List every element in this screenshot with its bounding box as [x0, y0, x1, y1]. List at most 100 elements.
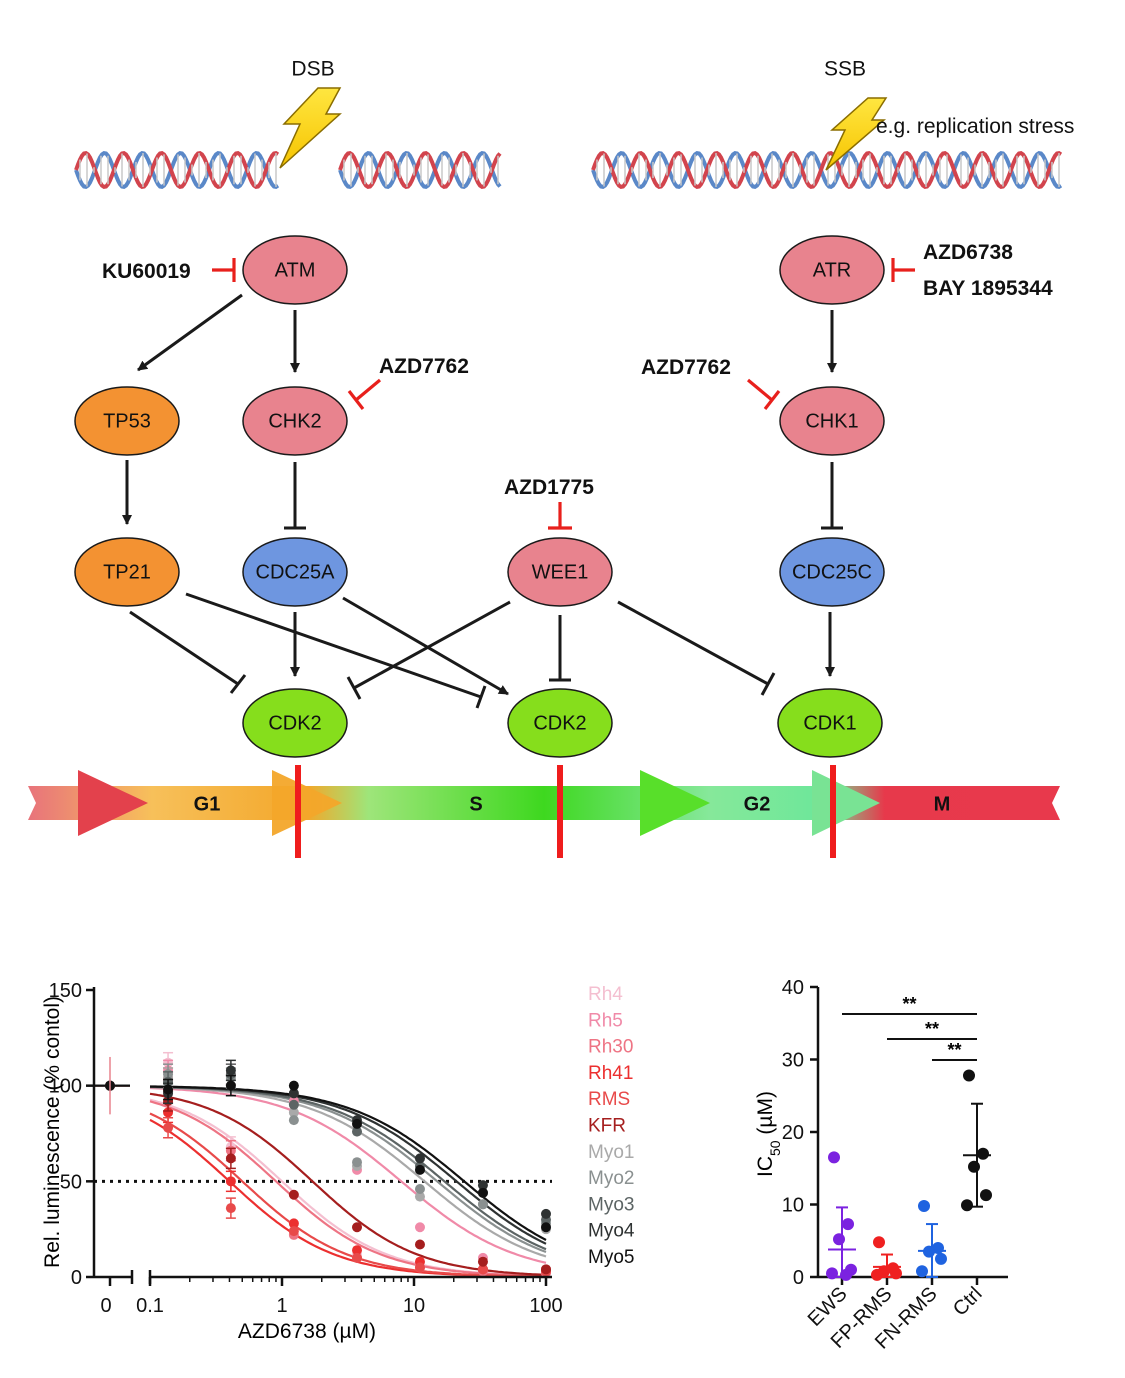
significance-label: ** — [947, 1040, 961, 1060]
data-point-rh41 — [288, 1218, 299, 1229]
data-point-myo4 — [288, 1088, 299, 1099]
node-wee1: WEE1 — [507, 537, 613, 607]
curve-rh41 — [149, 1118, 547, 1278]
x-tick-label: 1 — [276, 1295, 287, 1317]
drug-azd1775: AZD1775 — [504, 476, 594, 499]
y-tick-label: 0 — [71, 1267, 82, 1289]
curve-rh5 — [149, 1086, 547, 1264]
data-point-kfr — [352, 1222, 363, 1233]
legend-myo1: Myo1 — [588, 1142, 634, 1163]
inhibit-tp21-cdk2-g1 — [129, 610, 247, 694]
ic50-point-fn-rms — [916, 1265, 928, 1278]
legend-rh4: Rh4 — [588, 984, 623, 1005]
svg-text:TP53: TP53 — [103, 410, 151, 432]
significance-bars: ****** — [842, 994, 977, 1061]
curve-rh30 — [149, 1100, 546, 1277]
ic50-point-ews — [842, 1218, 854, 1231]
inhibit-azd7762-chk2 — [347, 378, 382, 410]
data-point-kfr — [225, 1153, 236, 1164]
x-tick-label: 0.1 — [136, 1295, 164, 1317]
ic50-point-ews — [826, 1267, 838, 1280]
ic50-point-fp-rms — [890, 1267, 902, 1280]
data-point-myo4 — [225, 1065, 236, 1076]
data-point-rms — [163, 1122, 174, 1133]
legend-myo4: Myo4 — [588, 1221, 635, 1242]
data-point-myo1 — [288, 1107, 299, 1118]
ic50-point-fn-rms — [932, 1242, 944, 1254]
dsb-label: DSB — [291, 58, 334, 81]
data-point-rh41 — [163, 1107, 174, 1118]
data-point-myo5 — [225, 1080, 236, 1091]
svg-text:CDK2: CDK2 — [533, 712, 586, 734]
ic50-point-fp-rms — [873, 1236, 885, 1249]
data-point-myo4 — [541, 1208, 551, 1219]
inhibit-chk2-cdc25a — [284, 462, 306, 530]
ic50-point-fn-rms — [918, 1199, 930, 1212]
ic50-point-ctrl — [963, 1069, 975, 1082]
data-point-myo4 — [477, 1180, 488, 1191]
y-tick-label: 50 — [60, 1171, 82, 1193]
node-cdc25a: CDC25A — [242, 537, 348, 607]
drug-ku60019: KU60019 — [102, 260, 191, 283]
ic50-y-axis-label: IC50 (µM) — [754, 1091, 783, 1177]
lightning-bolt-icon — [825, 97, 888, 171]
significance-label: ** — [925, 1019, 939, 1039]
data-point-myo5 — [541, 1222, 551, 1233]
phase-m: M — [934, 793, 951, 815]
ic50-point-ctrl — [961, 1199, 973, 1212]
data-point-myo2 — [352, 1157, 363, 1168]
x-tick-label: 10 — [403, 1295, 425, 1317]
dna-helix-dsb-right — [338, 150, 502, 190]
data-point-rms — [477, 1264, 488, 1275]
legend-myo2: Myo2 — [588, 1168, 634, 1189]
node-tp21: TP21 — [74, 537, 180, 607]
ic50-point-ews — [833, 1233, 845, 1246]
data-point-rms — [352, 1252, 363, 1263]
legend-myo5: Myo5 — [588, 1247, 634, 1268]
node-tp53: TP53 — [74, 386, 180, 456]
node-atm: ATM — [242, 235, 348, 305]
ic50-point-ctrl — [980, 1189, 992, 1202]
node-cdk1: CDK1 — [777, 688, 883, 758]
pathway-diagram: DSB SSB e.g. replication stress — [28, 58, 1074, 858]
ssb-label: SSB — [824, 58, 866, 81]
node-cdk2-g1: CDK2 — [242, 688, 348, 758]
ic50-point-ctrl — [968, 1160, 980, 1173]
x-axis-label: AZD6738 (µM) — [238, 1320, 376, 1343]
y-tick-label: 10 — [782, 1195, 804, 1217]
y-tick-label: 40 — [782, 977, 804, 999]
svg-text:TP21: TP21 — [103, 561, 151, 583]
data-point-myo4 — [414, 1153, 425, 1164]
ic50-point-ews — [828, 1151, 840, 1164]
arrow-atm-tp53 — [137, 293, 243, 372]
inhibit-chk1-cdc25c — [821, 462, 843, 530]
legend-kfr: KFR — [588, 1116, 626, 1137]
svg-text:CHK1: CHK1 — [805, 410, 858, 432]
data-point-myo5 — [477, 1187, 488, 1198]
data-point-rms — [414, 1262, 425, 1273]
phase-g1: G1 — [194, 793, 221, 815]
drug-azd6738: AZD6738 — [923, 241, 1013, 264]
data-point-myo3 — [288, 1099, 299, 1110]
x-tick-label: 100 — [529, 1295, 562, 1317]
dose-points — [105, 1051, 551, 1279]
data-point-kfr — [541, 1264, 551, 1275]
svg-text:ATR: ATR — [813, 259, 852, 281]
ic50-point-fn-rms — [923, 1245, 935, 1258]
ic50-point-fn-rms — [935, 1252, 947, 1265]
y-tick-label: 20 — [782, 1122, 804, 1144]
inhibit-ku60019 — [212, 258, 236, 282]
legend-myo3: Myo3 — [588, 1194, 634, 1215]
data-point-myo5 — [163, 1084, 174, 1095]
legend-rh30: Rh30 — [588, 1037, 633, 1058]
legend-rh41: Rh41 — [588, 1063, 633, 1084]
node-chk1: CHK1 — [779, 386, 885, 456]
inhibit-wee1-cdk2-g1 — [346, 600, 511, 700]
y-tick-label: 0 — [793, 1267, 804, 1289]
y-tick-label: 100 — [49, 1076, 82, 1098]
data-point-kfr — [288, 1189, 299, 1200]
node-cdc25c: CDC25C — [779, 537, 885, 607]
